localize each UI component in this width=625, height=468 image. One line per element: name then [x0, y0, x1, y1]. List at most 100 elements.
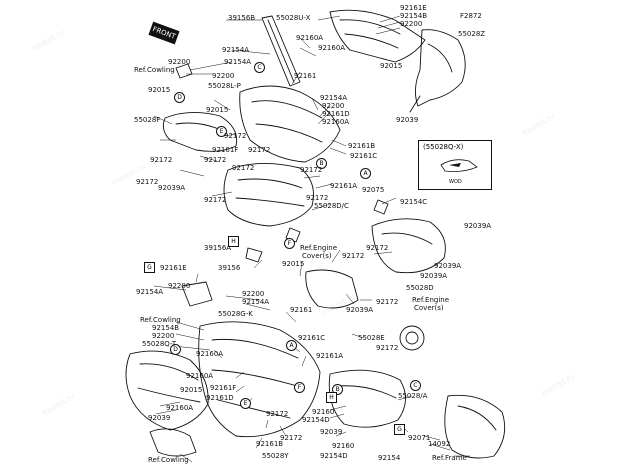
- part-label: 92039A: [464, 222, 492, 230]
- lower-fairing: [198, 321, 321, 438]
- part-label: 92161D: [206, 394, 234, 402]
- side-fairing-main: [223, 163, 314, 227]
- side-fairing-right-upper: [415, 29, 466, 107]
- inset-part-drawing: [440, 159, 478, 172]
- part-label: 55028Z: [458, 30, 486, 38]
- ref-label: Cover(s): [414, 304, 444, 312]
- callout-d-lower: D: [170, 344, 181, 355]
- part-label: 92200: [400, 20, 423, 28]
- part-label: 92161E: [400, 4, 427, 12]
- part-label: 92172: [342, 252, 365, 260]
- lower-fairing-left: [125, 350, 209, 431]
- callout-b-lower: B: [332, 384, 343, 395]
- part-label: 92161C: [350, 152, 378, 160]
- part-label: 92039A: [434, 262, 462, 270]
- callout-e-lower: E: [240, 398, 251, 409]
- ref-label: Ref.Cowling: [148, 456, 189, 464]
- part-label: 39156A: [204, 244, 232, 252]
- callout-a: A: [360, 168, 371, 179]
- part-label: 92015: [282, 260, 305, 268]
- part-label: 92172: [306, 194, 329, 202]
- part-label: 92161B: [348, 142, 376, 150]
- part-label: 92154A: [136, 288, 164, 296]
- upper-nose-fairing: [329, 9, 426, 63]
- ref-label: Ref.Cowling: [134, 66, 175, 74]
- part-label: 92154A: [224, 58, 252, 66]
- part-label: 92172: [280, 434, 303, 442]
- part-label: 39156: [218, 264, 241, 272]
- ref-label: Ref.Frame: [432, 454, 467, 462]
- part-label: 55028F: [134, 116, 161, 124]
- stay-39156B: [261, 15, 301, 87]
- part-label: 92015: [148, 86, 171, 94]
- part-label: 92160A: [322, 118, 350, 126]
- part-label: 92160A: [186, 372, 214, 380]
- part-label: 92172: [366, 244, 389, 252]
- part-label: 92172: [376, 344, 399, 352]
- part-label: 92039A: [158, 184, 186, 192]
- part-label: 14092: [428, 440, 451, 448]
- part-label: 92039: [320, 428, 343, 436]
- diagram-code: F2872: [460, 12, 482, 20]
- callout-g: G: [144, 262, 155, 273]
- part-label: 92161F: [210, 384, 237, 392]
- part-label: 92154B: [152, 324, 180, 332]
- callout-f: F: [284, 238, 295, 249]
- part-label: 55028/A: [398, 392, 428, 400]
- part-label: 92154C: [400, 198, 428, 206]
- part-label: 92161C: [298, 334, 326, 342]
- part-label: 92200: [322, 102, 345, 110]
- callout-c-lower: C: [410, 380, 421, 391]
- part-label: 92015: [180, 386, 203, 394]
- part-label: 55028U-X: [276, 14, 311, 22]
- part-label: 92154D: [320, 452, 348, 460]
- part-label: 92172: [224, 132, 247, 140]
- part-label: 92200: [212, 72, 235, 80]
- part-label: 92172: [136, 178, 159, 186]
- part-label: 92039A: [346, 306, 374, 314]
- callout-a-lower: A: [286, 340, 297, 351]
- ref-label: Ref.Engine: [412, 296, 450, 304]
- part-label: 55028D/C: [314, 202, 349, 210]
- part-label: 92200: [168, 282, 191, 290]
- part-label: 92161D: [322, 110, 350, 118]
- part-label: 55028Q-T: [142, 340, 177, 348]
- part-label: 92015: [380, 62, 403, 70]
- part-label: 92161A: [330, 182, 358, 190]
- stay-bottom-left: [149, 428, 197, 457]
- inset-title: (55028Q-X): [423, 143, 464, 151]
- under-cowl: [328, 369, 406, 428]
- part-label: 92172: [204, 156, 227, 164]
- part-label: 92039: [396, 116, 419, 124]
- part-label: 92039A: [420, 272, 448, 280]
- part-label: 92172: [248, 146, 271, 154]
- part-label: 92154D: [302, 416, 330, 424]
- part-label: 55028L-P: [208, 82, 241, 90]
- side-panel-left: [162, 112, 238, 152]
- part-label: 92015: [206, 106, 229, 114]
- inset-detail-box: (55028Q-X) WOD: [418, 140, 492, 190]
- part-label: 92075: [362, 186, 385, 194]
- part-label: 92160A: [196, 350, 224, 358]
- ref-label: Ref.Engine: [300, 244, 338, 252]
- part-label: 39156B: [228, 14, 256, 22]
- ref-label: Ref.Cowling: [140, 316, 181, 324]
- part-label: 92039: [148, 414, 171, 422]
- part-label: 92161E: [160, 264, 187, 272]
- part-label: 92172: [204, 196, 227, 204]
- middle-cowling-upper: [239, 85, 341, 163]
- callout-b: B: [316, 158, 327, 169]
- part-label: 92172: [300, 166, 323, 174]
- part-label: 92172: [266, 410, 289, 418]
- part-label: 92161: [290, 306, 313, 314]
- callout-g-lower: G: [394, 424, 405, 435]
- part-label: 92200: [152, 332, 175, 340]
- part-label: 92160A: [296, 34, 324, 42]
- part-label: 92172: [232, 164, 255, 172]
- ref-label: Cover(s): [302, 252, 332, 260]
- callout-c: C: [254, 62, 265, 73]
- bracket-left: [181, 281, 213, 307]
- part-label: 92161F: [212, 146, 239, 154]
